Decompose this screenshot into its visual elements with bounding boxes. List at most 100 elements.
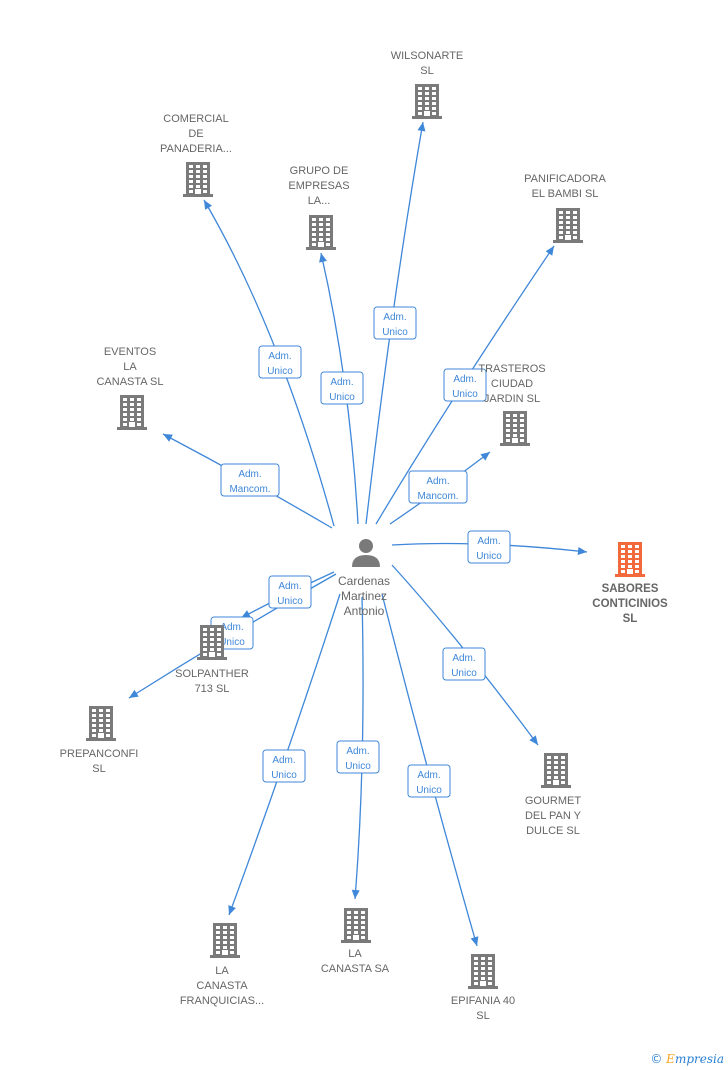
building-icon [412, 84, 442, 119]
company-name: LA [215, 965, 229, 977]
edge-role-text: Unico [345, 761, 371, 772]
building-icon [117, 395, 147, 430]
building-icon [615, 542, 645, 577]
edge-role-text: Adm. [330, 377, 353, 388]
company-name: LA [123, 361, 137, 373]
edge-role-label: Adm.Unico [258, 345, 302, 379]
edge-role-text: Unico [382, 327, 408, 338]
company-name: CONTICINIOS [592, 598, 668, 610]
edge-role-label: Adm.Mancom. [408, 470, 468, 504]
edge-role-label: Adm. Mancom. [220, 463, 280, 497]
edge-role-label: Adm. Unico [336, 740, 380, 774]
company-name: EMPRESAS [288, 180, 349, 192]
edge-role-text: Adm. [278, 581, 301, 592]
edge-role-text: Adm. [238, 469, 261, 480]
company-name: PANIFICADORA [524, 173, 606, 185]
company-node-la-canasta-sa[interactable]: LA CANASTA SA [321, 908, 390, 975]
company-name: PANADERIA... [160, 143, 232, 155]
company-name: EL BAMBI SL [532, 188, 599, 200]
edge-role-text: Unico [219, 637, 245, 648]
company-name: GRUPO DE [290, 165, 349, 177]
arrowhead [529, 735, 538, 745]
edges-layer [128, 121, 588, 947]
company-name: CANASTA SA [321, 963, 390, 975]
company-name: DEL PAN Y [525, 810, 582, 822]
edge-role-text: Adm. [346, 746, 369, 757]
company-name: SL [476, 1010, 489, 1022]
edge-role-text: Unico [476, 551, 502, 562]
building-icon [553, 208, 583, 243]
building-icon [197, 625, 227, 660]
company-name: SABORES [602, 583, 659, 595]
edge-role-label: Adm. Unico [443, 368, 487, 402]
company-node-trasteros[interactable]: TRASTEROS CIUDAD JARDIN SL [478, 363, 546, 446]
arrowhead [577, 547, 587, 555]
edge-role-label: Adm. Unico [262, 749, 306, 783]
edge-role-text: Adm. [383, 312, 406, 323]
company-name: GOURMET [525, 795, 582, 807]
building-icon [86, 706, 116, 741]
company-name: EPIFANIA 40 [451, 995, 515, 1007]
company-name: SOLPANTHER [175, 668, 249, 680]
company-node-epifania[interactable]: EPIFANIA 40 SL [451, 954, 515, 1022]
edge-role-text: Unico [277, 596, 303, 607]
company-node-grupo-empresas[interactable]: GRUPO DE EMPRESAS LA... [288, 165, 350, 250]
edge-role-label: Adm. Unico [268, 575, 312, 609]
arrowhead [129, 689, 139, 698]
edge-role-label: Adm.Unico [442, 647, 486, 681]
company-name: WILSONARTE [391, 50, 464, 62]
building-icon [541, 753, 571, 788]
company-name: COMERCIAL [163, 113, 228, 125]
edge-role-text: Unico [416, 785, 442, 796]
edge-labels-layer: Adm.UnicoAdm.UnicoAdm.UnicoAdm.UnicoAdm.… [210, 306, 511, 798]
company-name: JARDIN SL [484, 393, 540, 405]
edge-role-text: Adm. [453, 374, 476, 385]
edge-role-text: Unico [271, 770, 297, 781]
arrowhead [480, 452, 490, 461]
person-name: Antonio [344, 604, 385, 618]
arrowhead [204, 200, 212, 210]
company-name: CANASTA [196, 980, 248, 992]
building-icon [183, 162, 213, 197]
company-name: LA [348, 948, 362, 960]
building-icon [210, 923, 240, 958]
edge-role-text: Unico [267, 366, 293, 377]
edge-role-label: Adm. Unico [373, 306, 417, 340]
company-node-wilsonarte[interactable]: WILSONARTE SL [391, 50, 464, 119]
edge-role-text: Mancom. [229, 484, 270, 495]
company-node-la-canasta-franquicias[interactable]: LA CANASTA FRANQUICIAS... [180, 923, 264, 1007]
building-icon [468, 954, 498, 989]
arrowhead [163, 434, 173, 442]
edge-role-text: Unico [329, 392, 355, 403]
empresia-watermark: © Empresia [650, 1052, 724, 1066]
company-name: FRANQUICIAS... [180, 995, 264, 1007]
company-name: TRASTEROS [478, 363, 545, 375]
person-name: Martinez [341, 589, 387, 603]
edge-role-text: Unico [451, 668, 477, 679]
edge-role-text: Adm. [417, 770, 440, 781]
copyright-symbol: © [650, 1052, 663, 1066]
company-name: SL [420, 65, 433, 77]
brand-name: mpresia [674, 1052, 724, 1066]
company-name: SL [92, 763, 105, 775]
company-name: EVENTOS [104, 346, 156, 358]
company-node-panificadora[interactable]: PANIFICADORA EL BAMBI SL [524, 173, 607, 243]
company-name: LA... [308, 195, 331, 207]
company-node-comercial-panaderia[interactable]: COMERCIALDEPANADERIA... [160, 113, 232, 197]
edge-role-text: Adm. [272, 755, 295, 766]
company-name: CIUDAD [491, 378, 533, 390]
building-icon [500, 411, 530, 446]
person-icon [352, 539, 380, 567]
arrowhead [319, 253, 327, 263]
edge-role-text: Adm. [477, 536, 500, 547]
arrowhead [417, 122, 426, 132]
edge-role-text: Unico [452, 389, 478, 400]
